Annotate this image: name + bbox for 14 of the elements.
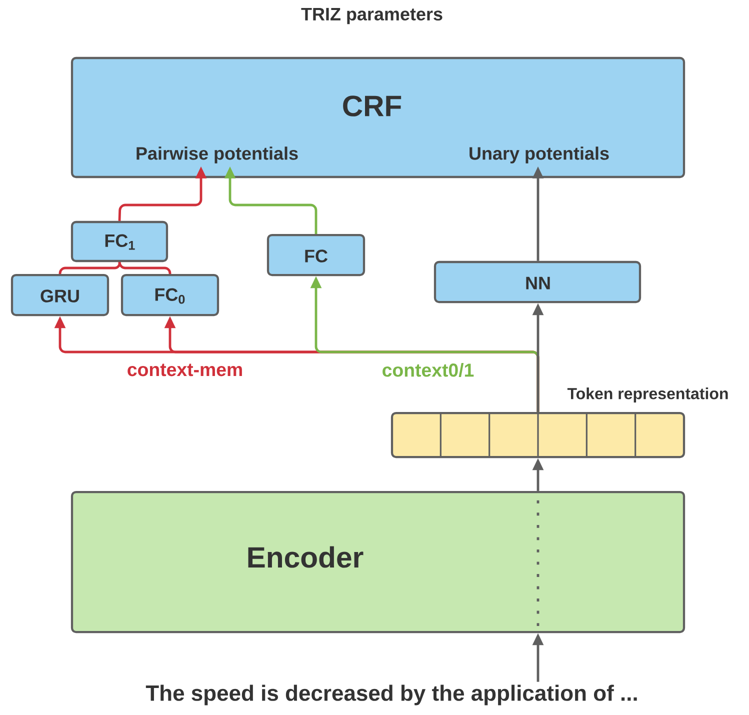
- layer-box: GRU: [10, 274, 110, 316]
- potential-label: Pairwise potentials: [136, 146, 298, 164]
- edge-label: context-mem: [126, 362, 244, 378]
- potential-label: Unary potentials: [470, 146, 609, 164]
- encoder-box: Encoder: [70, 490, 686, 634]
- input-sentence: The speed is decreased by the application of ...: [146, 684, 637, 706]
- token-vector: [390, 412, 686, 458]
- edge-label: context0/1: [380, 362, 476, 378]
- title: TRIZ parameters: [301, 8, 442, 24]
- layer-box: FC$_{0}$: [120, 274, 220, 316]
- vector-label: Token representation: [567, 388, 728, 402]
- layer-box: NN: [434, 260, 642, 304]
- layer-box: FC$_{1}$: [70, 220, 168, 262]
- layer-box: FC: [266, 234, 366, 276]
